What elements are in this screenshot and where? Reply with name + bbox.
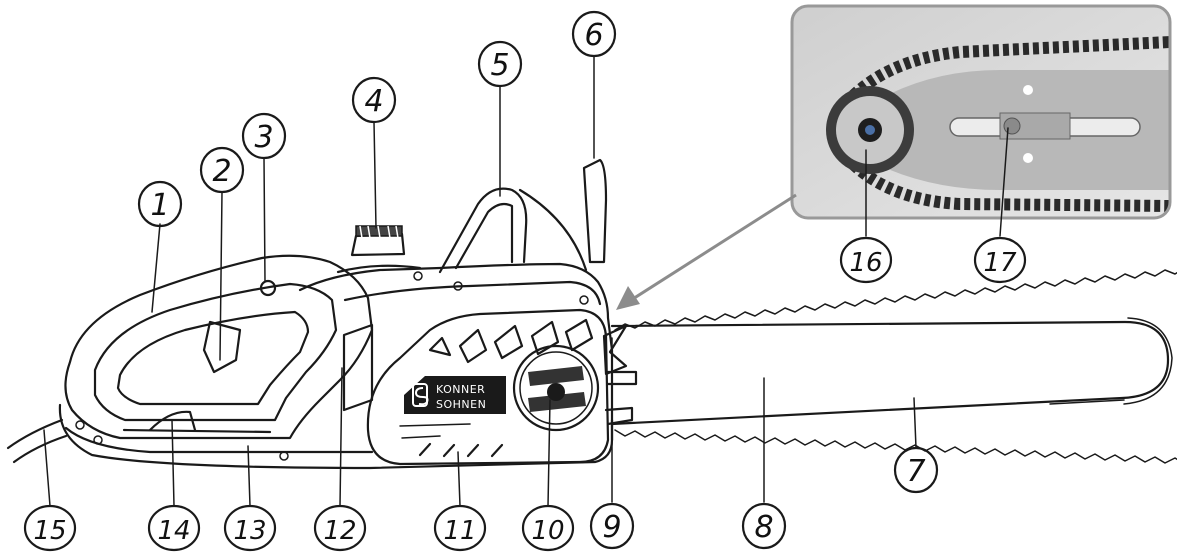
- trigger-switch: [202, 320, 242, 374]
- callout-2: 2: [199, 146, 245, 194]
- callout-13: 13: [223, 504, 277, 552]
- svg-text:9: 9: [602, 510, 621, 545]
- svg-text:8: 8: [754, 510, 773, 545]
- svg-text:13: 13: [233, 516, 266, 546]
- brand-name-line1: KONNER: [436, 383, 485, 396]
- callout-15: 15: [23, 504, 77, 552]
- oil-tank-cap: [336, 225, 422, 274]
- callout-11: 11: [433, 504, 487, 552]
- callout-5: 5: [477, 40, 523, 88]
- detail-photo-inset: [790, 4, 1172, 220]
- handle-grip-insert: [342, 323, 374, 412]
- leader-lines: [43, 55, 1009, 507]
- callout-1: 1: [137, 180, 183, 228]
- callout-17: 17: [973, 236, 1027, 284]
- callout-12: 12: [313, 504, 367, 552]
- guide-bar: [610, 269, 1177, 464]
- ks-logo-icon: [412, 383, 429, 407]
- svg-text:15: 15: [33, 516, 66, 546]
- callout-6: 6: [571, 10, 617, 58]
- saw-chain: [614, 269, 1177, 331]
- brake-lever: [582, 158, 608, 264]
- svg-text:10: 10: [531, 516, 564, 546]
- front-hand-guard: [438, 187, 528, 274]
- callout-3: 3: [241, 112, 287, 160]
- bumper-spike: [602, 324, 628, 376]
- svg-text:12: 12: [323, 516, 356, 546]
- svg-text:4: 4: [364, 84, 383, 119]
- callout-7: 7: [893, 446, 939, 494]
- power-switch: [148, 410, 197, 432]
- callouts: 1 2 3 4 5 6 7 8: [23, 10, 1027, 552]
- brand-name-line2: SOHNEN: [436, 398, 486, 411]
- svg-text:3: 3: [254, 120, 273, 155]
- cooling-vents: [399, 318, 594, 458]
- callout-10: 10: [521, 504, 575, 552]
- power-cord: [6, 418, 64, 450]
- sprocket-cover: [366, 308, 610, 466]
- svg-text:17: 17: [983, 248, 1017, 278]
- chain-tension-knob: [512, 344, 600, 432]
- svg-text:5: 5: [490, 48, 509, 83]
- lower-housing: [58, 403, 614, 470]
- svg-text:16: 16: [849, 248, 882, 278]
- housing-screws: [75, 271, 589, 461]
- callout-9: 9: [589, 502, 635, 550]
- callout-14: 14: [147, 504, 201, 552]
- callout-4: 4: [351, 76, 397, 124]
- svg-text:6: 6: [584, 18, 603, 53]
- chainsaw-body: KONNER SOHNEN: [6, 158, 638, 470]
- brand-badge: KONNER SOHNEN: [404, 376, 506, 414]
- detail-pointer-arrow: [616, 193, 797, 310]
- callout-8: 8: [741, 502, 787, 550]
- svg-text:14: 14: [157, 516, 190, 546]
- svg-text:1: 1: [150, 188, 169, 223]
- svg-text:7: 7: [906, 454, 925, 489]
- callout-16: 16: [839, 236, 893, 284]
- lock-off-button: [259, 279, 277, 297]
- motor-housing: [298, 262, 614, 442]
- svg-text:2: 2: [212, 154, 231, 189]
- svg-text:11: 11: [443, 516, 476, 546]
- rear-handle: [64, 254, 374, 440]
